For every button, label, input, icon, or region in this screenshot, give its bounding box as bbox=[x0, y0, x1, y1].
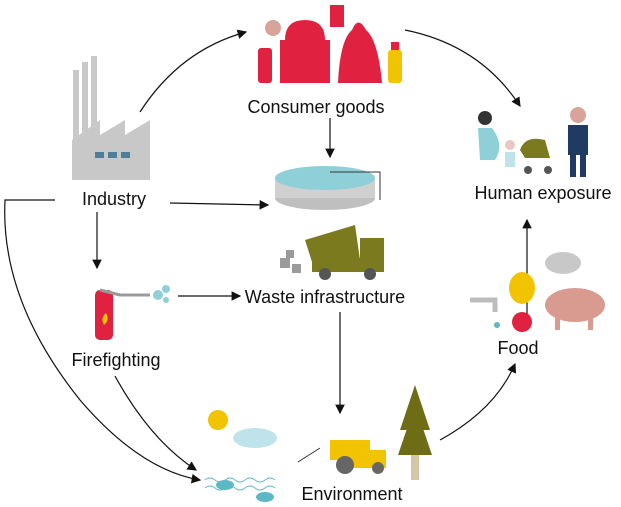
arrow-industry-to-consumer-goods bbox=[139, 29, 248, 113]
node-industry: Industry bbox=[82, 189, 146, 209]
node-waste-infrastructure: Waste infrastructure bbox=[245, 287, 405, 307]
arrow-industry-to-waste bbox=[169, 200, 270, 210]
arrows bbox=[4, 29, 532, 484]
arrow-consumer-goods-to-human-exposure bbox=[404, 29, 521, 108]
treatment-plant-icon bbox=[275, 166, 381, 210]
environment-icon bbox=[204, 385, 432, 502]
node-firefighting: Firefighting bbox=[71, 350, 160, 370]
node-consumer-goods: Consumer goods bbox=[247, 97, 384, 117]
node-human-exposure: Human exposure bbox=[474, 183, 611, 203]
arrow-firefighting-to-environment bbox=[114, 375, 198, 471]
garbage-truck-icon bbox=[280, 225, 384, 280]
node-food: Food bbox=[497, 338, 538, 358]
node-environment: Environment bbox=[301, 484, 402, 504]
factory-icon bbox=[72, 56, 150, 180]
fire-extinguisher-icon bbox=[95, 285, 170, 340]
arrow-industry-to-environment bbox=[4, 199, 202, 484]
human-family-icon bbox=[478, 107, 588, 177]
consumer-goods-icon bbox=[258, 5, 402, 83]
food-icon bbox=[470, 252, 605, 332]
arrow-environment-to-food bbox=[439, 362, 517, 441]
